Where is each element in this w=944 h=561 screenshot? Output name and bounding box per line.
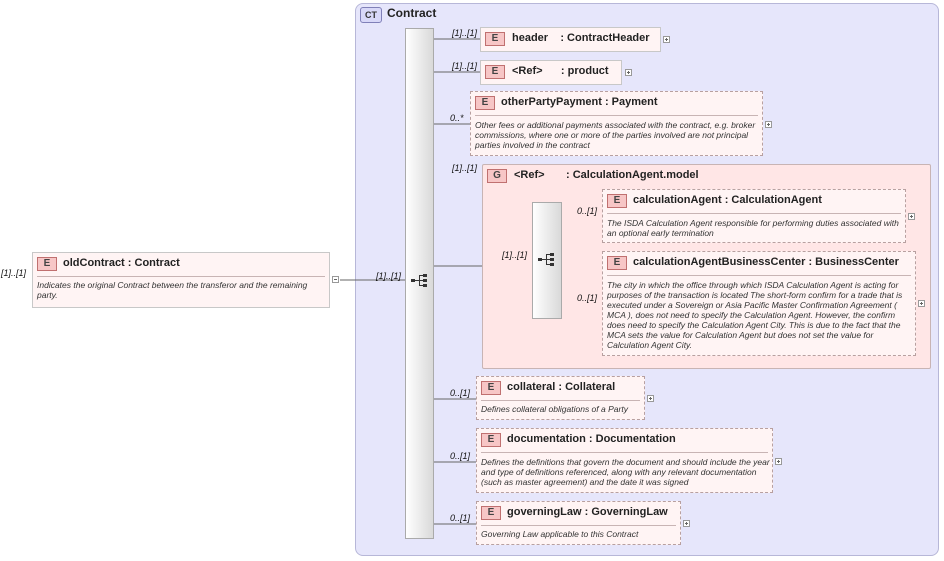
expand-toggle[interactable] [683, 520, 690, 527]
element-badge: E [485, 32, 505, 46]
separator [607, 275, 911, 276]
governing-law-title: governingLaw : GoverningLaw [507, 506, 668, 518]
other-party-payment-type: : Payment [604, 96, 658, 108]
expand-toggle[interactable] [765, 121, 772, 128]
expand-toggle[interactable] [918, 300, 925, 307]
product-title: <Ref> : product [512, 65, 609, 77]
old-contract-type: : Contract [127, 257, 180, 269]
sequence-icon [411, 274, 427, 287]
group-title: <Ref> : CalculationAgent.model [514, 169, 699, 181]
header-type: : ContractHeader [560, 32, 650, 44]
calculation-agent-business-center-name: calculationAgentBusinessCenter [633, 256, 806, 268]
expand-toggle[interactable] [663, 36, 670, 43]
group-type: : CalculationAgent.model [565, 169, 699, 181]
governing-law-doc: Governing Law applicable to this Contrac… [481, 529, 639, 539]
header-title: header : ContractHeader [512, 32, 650, 44]
calculation-agent-title: calculationAgent : CalculationAgent [633, 194, 822, 206]
calculation-agent-business-center-cardinality: 0..[1] [577, 293, 598, 303]
other-party-payment-element[interactable] [470, 91, 763, 156]
calculation-agent-business-center-doc: The city in which the office through whi… [607, 280, 903, 350]
expand-toggle[interactable] [908, 213, 915, 220]
calculation-agent-element[interactable] [602, 189, 906, 243]
expand-toggle[interactable] [625, 69, 632, 76]
governing-law-type: : GoverningLaw [584, 506, 668, 518]
separator [481, 400, 640, 401]
element-badge: E [481, 433, 501, 447]
collapse-toggle[interactable] [332, 276, 339, 283]
old-contract-cardinality: [1]..[1] [1, 268, 27, 278]
header-cardinality: [1]..[1] [452, 28, 478, 38]
product-element[interactable] [480, 60, 622, 85]
element-badge: E [607, 256, 627, 270]
element-badge: E [481, 506, 501, 520]
header-name: header [512, 32, 549, 44]
product-cardinality: [1]..[1] [452, 61, 478, 71]
separator [481, 452, 768, 453]
header-element[interactable] [480, 27, 661, 52]
documentation-type: : Documentation [588, 433, 676, 445]
old-contract-doc: Indicates the original Contract between … [37, 280, 308, 300]
other-party-payment-title: otherPartyPayment : Payment [501, 96, 658, 108]
element-badge: E [481, 381, 501, 395]
product-type: : product [560, 65, 609, 77]
documentation-doc: Defines the definitions that govern the … [481, 457, 770, 487]
other-party-payment-cardinality: 0..* [450, 113, 464, 123]
collateral-cardinality: 0..[1] [450, 388, 471, 398]
old-contract-title: oldContract : Contract [63, 257, 180, 269]
calculation-agent-name: calculationAgent [633, 194, 722, 206]
documentation-element[interactable] [476, 428, 773, 493]
other-party-payment-name: otherPartyPayment [501, 96, 602, 108]
governing-law-element[interactable] [476, 501, 681, 545]
element-badge: E [475, 96, 495, 110]
governing-law-cardinality: 0..[1] [450, 513, 471, 523]
product-ref: <Ref> [512, 65, 543, 77]
documentation-name: documentation [507, 433, 586, 445]
documentation-title: documentation : Documentation [507, 433, 676, 445]
calculation-agent-type: : CalculationAgent [724, 194, 822, 206]
calculation-agent-doc: The ISDA Calculation Agent responsible f… [607, 218, 899, 238]
element-badge: E [485, 65, 505, 79]
group-ref: <Ref> [514, 169, 545, 181]
governing-law-name: governingLaw [507, 506, 582, 518]
other-party-payment-doc: Other fees or additional payments associ… [475, 120, 756, 150]
separator [475, 115, 758, 116]
calculation-agent-business-center-title: calculationAgentBusinessCenter : Busines… [633, 256, 899, 268]
collateral-doc: Defines collateral obligations of a Part… [481, 404, 628, 414]
separator [607, 213, 901, 214]
sequence-icon [538, 253, 554, 266]
expand-toggle[interactable] [775, 458, 782, 465]
element-badge: E [37, 257, 57, 271]
collateral-name: collateral [507, 381, 556, 393]
contract-title: Contract [387, 6, 437, 20]
separator [37, 276, 325, 277]
collateral-element[interactable] [476, 376, 645, 420]
sequence-cardinality: [1]..[1] [376, 271, 402, 281]
element-badge: E [607, 194, 627, 208]
documentation-cardinality: 0..[1] [450, 451, 471, 461]
calculation-agent-cardinality: 0..[1] [577, 206, 598, 216]
calculation-agent-business-center-type: : BusinessCenter [808, 256, 899, 268]
old-contract-element[interactable] [32, 252, 330, 308]
group-badge: G [487, 169, 507, 183]
calculation-agent-business-center-element[interactable] [602, 251, 916, 356]
separator [481, 525, 676, 526]
collateral-type: : Collateral [558, 381, 616, 393]
group-sequence-cardinality: [1]..[1] [502, 250, 528, 260]
expand-toggle[interactable] [647, 395, 654, 402]
complex-type-badge: CT [360, 7, 382, 23]
group-cardinality: [1]..[1] [452, 163, 478, 173]
collateral-title: collateral : Collateral [507, 381, 615, 393]
old-contract-name: oldContract [63, 257, 125, 269]
